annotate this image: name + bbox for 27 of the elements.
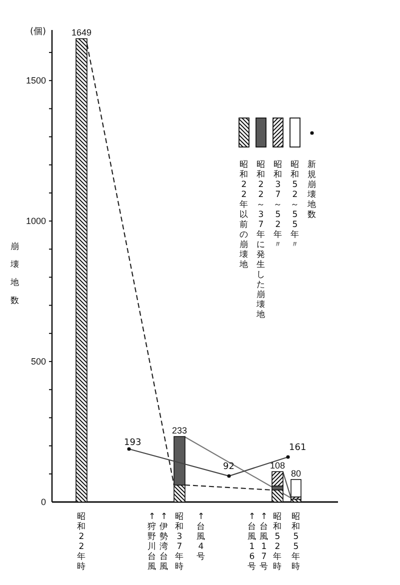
category-label: 昭和52年時 bbox=[272, 512, 282, 572]
tick-label: 0 bbox=[40, 497, 46, 507]
legend-label: 新規崩壊地数 bbox=[307, 160, 317, 220]
legend-label: 昭和37～52年〃 bbox=[273, 160, 283, 250]
category-label: 昭和55年時 bbox=[291, 512, 301, 572]
value-label: 1649 bbox=[71, 28, 92, 38]
legend-label: 昭和22～37年に発生した崩壊地 bbox=[256, 160, 266, 320]
event-label: ↑台風17号 bbox=[259, 512, 269, 572]
value-label: 193 bbox=[124, 438, 142, 448]
unit-label: (個) bbox=[30, 27, 46, 37]
category-label: 昭和37年時 bbox=[174, 512, 184, 572]
legend-label: 昭和52～55年〃 bbox=[290, 160, 300, 250]
event-label: ↑伊勢湾台風 bbox=[159, 512, 169, 572]
event-label: ↑狩野川台風 bbox=[147, 512, 157, 572]
legend-label: 昭和22年以前の崩壊地 bbox=[239, 160, 249, 270]
category-label: 昭和22年時 bbox=[76, 512, 86, 572]
value-label: 92 bbox=[223, 462, 234, 472]
event-label: ↑台風16号 bbox=[247, 512, 257, 572]
value-label: 80 bbox=[291, 468, 301, 479]
tick-label: 500 bbox=[30, 356, 46, 367]
event-label: ↑台風4号 bbox=[196, 512, 206, 562]
value-label: 161 bbox=[289, 443, 306, 453]
tick-label: 1000 bbox=[26, 216, 46, 226]
value-label: 233 bbox=[172, 426, 188, 436]
axis-title: 崩壊地数 bbox=[10, 241, 20, 308]
value-label: 108 bbox=[270, 460, 286, 471]
tick-label: 1500 bbox=[26, 76, 46, 86]
